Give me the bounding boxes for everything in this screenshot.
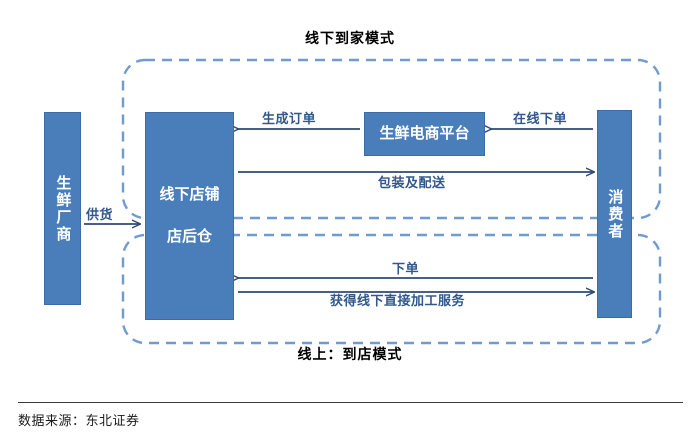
footer-divider (18, 402, 683, 403)
edge-label-online-order: 在线下单 (513, 111, 568, 126)
region-title-online-to-store: 线上：到店模式 (297, 346, 403, 362)
node-ecommerce-platform: 生鲜电商平台 (364, 112, 485, 156)
node-offline-store-label-primary: 线下店铺 (159, 186, 220, 204)
edge-label-place-order: 下单 (392, 261, 420, 276)
region-title-online-to-home: 线下到家模式 (305, 30, 395, 46)
node-consumer: 消费者 (597, 110, 632, 318)
node-offline-store: 线下店铺 店后仓 (145, 112, 234, 320)
edge-label-offline-process: 获得线下直接加工服务 (330, 293, 466, 308)
node-offline-store-label-secondary: 店后仓 (166, 228, 212, 245)
edge-label-generate-order: 生成订单 (262, 111, 317, 126)
edge-label-supply: 供货 (86, 207, 114, 222)
node-supplier: 生鲜厂商 (44, 112, 81, 305)
edge-label-pack-deliver: 包装及配送 (378, 175, 446, 190)
source-note: 数据来源：东北证券 (18, 413, 140, 428)
